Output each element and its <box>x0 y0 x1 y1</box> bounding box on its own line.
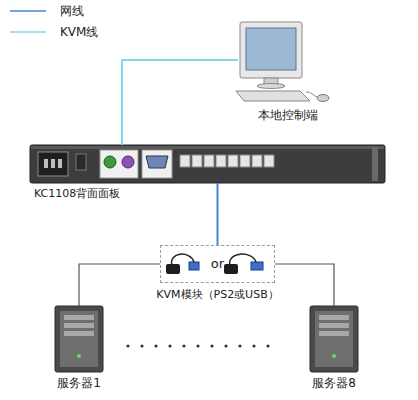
mouse-cord <box>306 92 317 97</box>
monitor-frame <box>240 22 302 78</box>
legend-line-sample <box>8 5 46 17</box>
cable-line <box>79 264 160 306</box>
panel-label: KC1108背面面板 <box>30 187 385 200</box>
kvm-module-left <box>166 254 199 274</box>
console-node: 本地控制端 <box>238 18 338 122</box>
module-label: KVM模块（PS2或USB） <box>161 288 274 301</box>
power-pin <box>44 159 48 168</box>
module-group-box: orKVM模块（PS2或USB） <box>160 245 275 283</box>
mouse <box>317 95 329 102</box>
server-label: 服务器1 <box>55 376 103 390</box>
legend-entry: KVM线 <box>8 25 98 39</box>
cable-line <box>217 183 219 245</box>
or-text: or <box>161 256 274 272</box>
rj45-ports <box>180 155 274 167</box>
ps2-mouse-port <box>104 156 116 168</box>
vga-port <box>146 156 168 168</box>
legend-line-sample <box>8 26 46 38</box>
console-label: 本地控制端 <box>238 108 338 122</box>
monitor-screen <box>246 28 296 70</box>
panel-body <box>30 145 385 183</box>
legend-text: 网线 <box>60 4 84 18</box>
server-illustration <box>310 306 358 372</box>
legend-entry: 网线 <box>8 4 84 18</box>
ps2-plate <box>100 150 138 178</box>
server-illustration <box>55 306 103 372</box>
power-pin <box>58 159 62 168</box>
vga-plate <box>142 150 172 178</box>
keyboard <box>236 91 310 101</box>
rear-panel-illustration <box>30 145 385 183</box>
panel-ear <box>372 147 378 181</box>
ellipsis-dots <box>126 344 269 347</box>
panel-node: KC1108背面面板 <box>30 145 385 183</box>
legend-text: KVM线 <box>60 25 98 39</box>
ps2-keyboard-port <box>122 156 134 168</box>
server-node: 服务器1 <box>55 306 103 372</box>
panel-highlight <box>31 146 384 149</box>
server-node: 服务器8 <box>310 306 358 372</box>
cable-line <box>122 60 238 145</box>
console-illustration <box>236 22 329 102</box>
power-pin <box>51 159 55 168</box>
legend-line <box>10 10 46 12</box>
kvm-module-right <box>224 254 263 274</box>
cable-line <box>275 264 334 306</box>
power-switch <box>76 154 86 170</box>
power-socket <box>38 152 68 176</box>
server-label: 服务器8 <box>310 376 358 390</box>
monitor-base <box>257 84 285 89</box>
legend-line <box>10 31 46 33</box>
